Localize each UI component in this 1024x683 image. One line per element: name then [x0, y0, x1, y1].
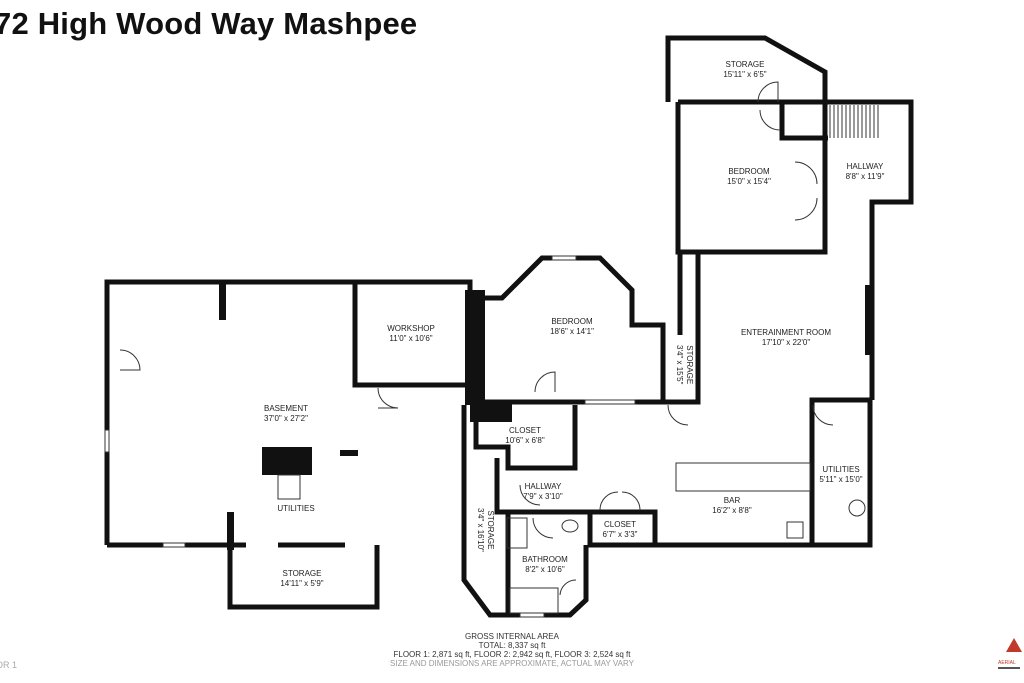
wall-bedroom-upper [675, 99, 828, 255]
svg-text:AERIAL: AERIAL [998, 660, 1016, 666]
wall-column-3 [865, 285, 873, 355]
wall-column-1 [465, 290, 485, 405]
wall-entertainment [660, 252, 701, 405]
wall-stub-2 [227, 512, 234, 550]
tub [506, 517, 528, 549]
utilities-small [340, 450, 358, 456]
utilities-box [277, 474, 301, 500]
label-utilities-left: UTILITIES [277, 504, 315, 513]
utilities-unit [262, 447, 312, 475]
wall-storage-bottom [227, 512, 380, 610]
toilet [561, 519, 579, 533]
area-floors: FLOOR 1: 2,871 sq ft, FLOOR 2: 2,942 sq … [393, 650, 631, 659]
wall-closet-mid [473, 405, 578, 471]
wall-entertainment-right [809, 397, 872, 545]
area-summary: GROSS INTERNAL AREA TOTAL: 8,337 sq ft F… [390, 632, 634, 668]
area-heading: GROSS INTERNAL AREA [465, 632, 559, 641]
wall-bathroom [505, 512, 589, 618]
wall-stair-box [779, 102, 828, 141]
wall-column-2 [470, 400, 512, 422]
company-logo: AERIAL [998, 638, 1022, 669]
wall-utilities-right [812, 400, 873, 548]
page-title: 72 High Wood Way Mashpee [0, 6, 418, 41]
wall-bedroom-mid [474, 255, 666, 405]
bar-sink [786, 521, 804, 539]
wall-workshop [352, 282, 470, 388]
wall-hallway-mid [494, 458, 658, 548]
wall-hallway-right [782, 99, 914, 400]
bar-counter [675, 462, 811, 492]
floor-label: OR 1 [0, 660, 18, 670]
wall-storage-top [665, 35, 828, 102]
area-total: TOTAL: 8,337 sq ft [478, 641, 546, 650]
area-disclaimer: SIZE AND DIMENSIONS ARE APPROXIMATE, ACT… [390, 659, 634, 668]
wall-stub-1 [219, 282, 226, 320]
water-heater [848, 499, 866, 517]
bath-vanity [509, 587, 559, 614]
